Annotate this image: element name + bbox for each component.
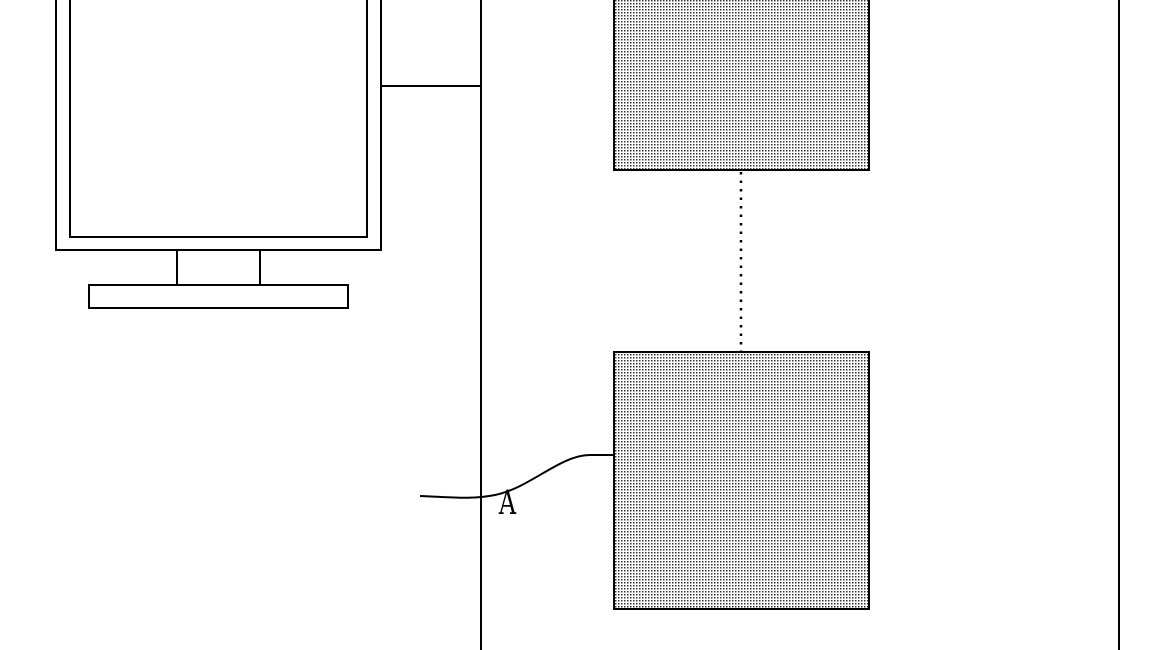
label-a-leader-line (419, 454, 614, 499)
enclosure (480, 0, 1120, 650)
lower-block-a (613, 351, 870, 610)
upper-block (613, 0, 870, 171)
monitor-neck (176, 249, 261, 286)
monitor-base (88, 284, 349, 309)
monitor-bezel (55, 0, 382, 251)
monitor-screen (69, 0, 368, 238)
label-a: A (498, 483, 517, 522)
monitor (55, 0, 382, 309)
